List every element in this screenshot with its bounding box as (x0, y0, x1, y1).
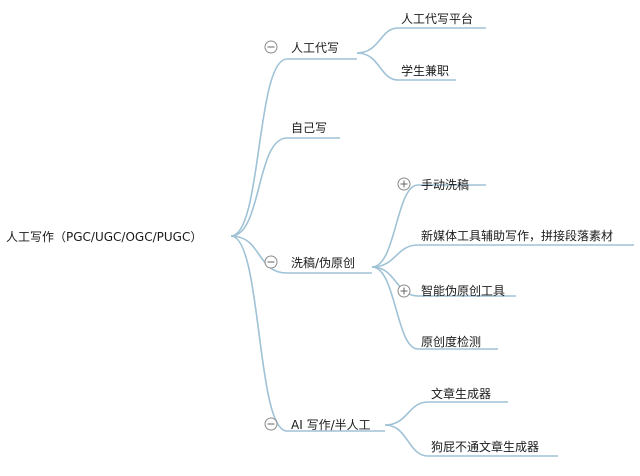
edge-ren-gong-dai-xie-to-ping-tai (356, 27, 399, 54)
node-wen-zhang-sheng-cheng-qi[interactable]: 文章生成器 (431, 386, 491, 401)
node-labels: 人工写作（PGC/UGC/OGC/PUGC） 人工代写 自己写 洗稿/伪原创 A… (6, 11, 613, 454)
root-edges (230, 58, 288, 432)
expand-toggle-zhi-neng[interactable] (397, 284, 411, 298)
edge-xi-gao-to-shou-dong (371, 184, 419, 268)
node-yuan-chuang-du-jian-ce[interactable]: 原创度检测 (421, 334, 481, 349)
node-xue-sheng-jian-zhi[interactable]: 学生兼职 (401, 63, 449, 78)
edge-root-to-xi-gao (230, 235, 288, 274)
edge-root-to-zi-ji-xie (230, 137, 288, 237)
edge-ren-gong-dai-xie-to-xue-sheng (356, 52, 399, 81)
branch-edges (356, 27, 429, 457)
edge-xi-gao-to-jian-ce (371, 266, 419, 350)
node-ren-gong-dai-xie-ping-tai[interactable]: 人工代写平台 (401, 11, 473, 26)
expand-toggle-shou-dong[interactable] (397, 177, 411, 191)
node-xin-mei-ti-gong-ju[interactable]: 新媒体工具辅助写作，拼接段落素材 (421, 228, 613, 243)
node-ren-gong-dai-xie[interactable]: 人工代写 (291, 41, 339, 55)
level2-underlines (398, 27, 634, 457)
node-shou-dong-xi-gao[interactable]: 手动洗稿 (421, 177, 469, 192)
node-ai-xie-zuo[interactable]: AI 写作/半人工 (291, 418, 371, 432)
edge-xi-gao-to-xin-mei-ti (371, 244, 419, 268)
node-zhi-neng-wei-yuan-chuang[interactable]: 智能伪原创工具 (421, 283, 505, 298)
node-gou-pi-bu-tong[interactable]: 狗屁不通文章生成器 (431, 439, 539, 454)
collapse-toggle-xi-gao[interactable] (264, 255, 278, 269)
collapse-toggle-ren-gong-dai-xie[interactable] (264, 40, 278, 54)
edge-root-to-ai-xie-zuo (230, 235, 288, 432)
edge-ai-to-sheng-cheng-qi (384, 401, 429, 426)
level1-underlines (287, 58, 385, 432)
root-node-label[interactable]: 人工写作（PGC/UGC/OGC/PUGC） (6, 230, 202, 244)
edge-ai-to-gou-pi (384, 424, 429, 457)
collapse-toggle-ai-xie-zuo[interactable] (264, 417, 278, 431)
edge-xi-gao-to-zhi-neng (371, 266, 419, 297)
edge-root-to-ren-gong-dai-xie (230, 58, 288, 237)
node-zi-ji-xie[interactable]: 自己写 (291, 121, 327, 135)
node-xi-gao-wei-yuan-chuang[interactable]: 洗稿/伪原创 (291, 255, 355, 270)
